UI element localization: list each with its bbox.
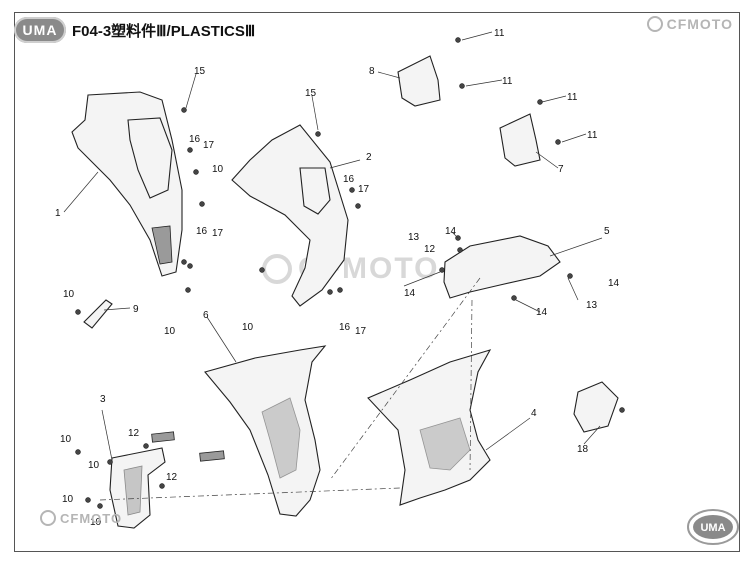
callout-10-g: 10 <box>62 494 74 505</box>
callout-12-c: 12 <box>166 472 178 483</box>
part-4-right-fairing <box>367 349 492 506</box>
callout-1: 1 <box>55 208 61 219</box>
part-2-side-inner-panel <box>231 124 349 307</box>
callout-10-f: 10 <box>88 460 100 471</box>
part-7-bracket <box>499 113 541 167</box>
callout-15-b: 15 <box>305 88 317 99</box>
callout-7: 7 <box>558 164 564 175</box>
callout-17-b: 17 <box>212 228 224 239</box>
cfmoto-mark-icon <box>646 16 663 32</box>
assembly-line-c <box>99 487 401 501</box>
callout-4: 4 <box>531 408 537 419</box>
pad-upper <box>151 431 175 443</box>
callout-12-a: 12 <box>424 244 436 255</box>
cfmoto-mark-icon-bottom <box>40 510 56 526</box>
callout-16-a: 16 <box>189 134 201 145</box>
part-1-left-inner-panel <box>71 91 183 277</box>
callout-10-e: 10 <box>60 434 72 445</box>
callout-17-c: 17 <box>358 184 370 195</box>
callout-5: 5 <box>604 226 610 237</box>
fasteners <box>75 37 625 509</box>
title-bar: UMA F04-3塑料件Ⅲ/PLASTICSⅢ <box>14 14 255 46</box>
cfmoto-logo-bottom-text: CFMOTO <box>60 510 123 526</box>
part-3-grille <box>109 447 166 529</box>
callout-14-b: 14 <box>404 288 416 299</box>
page-title: F04-3塑料件Ⅲ/PLASTICSⅢ <box>72 22 256 40</box>
cfmoto-logo-bottom: CFMOTO <box>40 510 122 526</box>
diagram-frame <box>14 12 740 552</box>
callout-9: 9 <box>133 304 139 315</box>
callout-6: 6 <box>203 310 209 321</box>
pad-lower <box>199 450 225 462</box>
callout-16-c: 16 <box>343 174 355 185</box>
callout-10-b: 10 <box>63 289 75 300</box>
callout-8: 8 <box>369 66 375 77</box>
callout-17-a: 17 <box>203 140 215 151</box>
callout-15-a: 15 <box>194 66 206 77</box>
cfmoto-logo-text: CFMOTO <box>666 16 733 32</box>
callout-10-d: 10 <box>242 322 254 333</box>
part-9-clip <box>83 299 113 329</box>
uma-badge-text: UMA <box>700 522 725 534</box>
callout-10-a: 10 <box>212 164 224 175</box>
callout-14-a: 14 <box>445 226 457 237</box>
callout-labels: 1 2 3 4 5 6 7 8 9 10 10 10 10 10 10 10 1… <box>55 28 620 528</box>
uma-badge: UMA <box>686 508 740 546</box>
part-5-cover <box>443 235 561 299</box>
cfmoto-logo-top: CFMOTO <box>646 16 733 32</box>
callout-16-d: 16 <box>339 322 351 333</box>
callout-2: 2 <box>366 152 372 163</box>
part-18-small-cover <box>573 381 619 433</box>
leader-lines <box>63 31 603 461</box>
callout-11-a: 11 <box>494 28 505 39</box>
callout-10-h: 10 <box>90 517 102 528</box>
part-6-left-fairing <box>204 345 327 517</box>
part-8-bracket <box>397 55 441 107</box>
callout-11-c: 11 <box>567 92 578 103</box>
assembly-line-b <box>469 299 473 471</box>
callout-12-b: 12 <box>128 428 140 439</box>
callout-13-b: 13 <box>586 300 598 311</box>
callout-16-b: 16 <box>196 226 208 237</box>
callout-11-b: 11 <box>502 76 513 87</box>
uma-logo: UMA <box>14 17 66 43</box>
callout-18: 18 <box>577 444 589 455</box>
callout-17-d: 17 <box>355 326 367 337</box>
uma-badge-icon: UMA <box>687 509 739 545</box>
callout-13-a: 13 <box>408 232 420 243</box>
callout-14-d: 14 <box>536 307 548 318</box>
callout-10-c: 10 <box>164 326 176 337</box>
callout-14-c: 14 <box>608 278 620 289</box>
callout-11-d: 11 <box>587 130 598 141</box>
callout-3: 3 <box>100 394 106 405</box>
